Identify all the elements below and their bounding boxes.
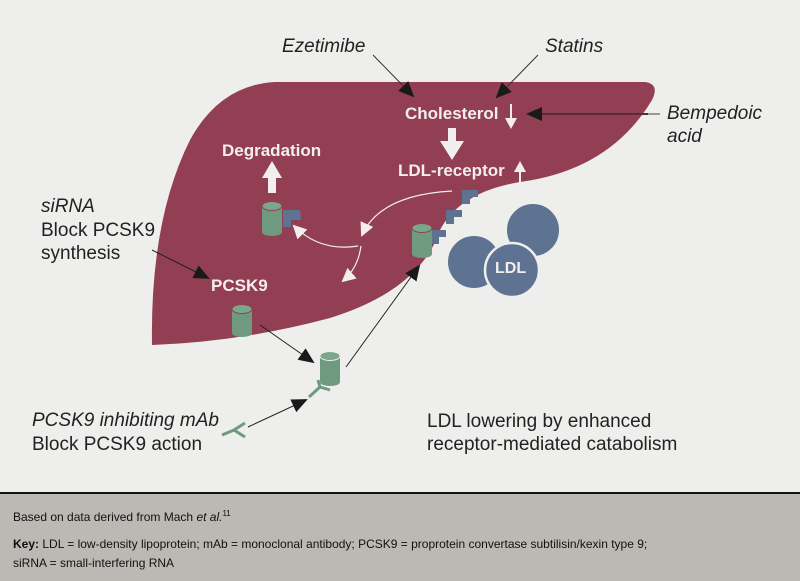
liver-shape — [151, 82, 655, 345]
key-line1: Key: LDL = low-density lipoprotein; mAb … — [13, 537, 647, 551]
sirna-desc-line1: Block PCSK9 — [41, 220, 156, 241]
ldl-receptor-increase-icon — [514, 161, 526, 186]
degradation-label: Degradation — [222, 141, 322, 160]
to-degradation-curve — [292, 224, 359, 248]
ldl-receptor-chain — [432, 190, 478, 244]
to-pcsk9-curve — [341, 245, 362, 283]
membrane-pcsk9 — [411, 223, 433, 258]
cholesterol-label: Cholesterol — [405, 104, 499, 123]
bempedoic-acid-label-line1: Bempedoic — [667, 103, 763, 124]
key-line2: siRNA = small-interfering RNA — [13, 556, 175, 570]
pcsk9-secretion-arrow — [259, 324, 315, 364]
cholesterol-decrease-icon — [505, 104, 517, 129]
source-etal: et al. — [196, 510, 223, 524]
receptor-recycle-curve — [360, 190, 453, 237]
key-text-line1: LDL = low-density lipoprotein; mAb = mon… — [39, 537, 648, 551]
ezetimibe-label: Ezetimibe — [282, 36, 366, 57]
liver-pcsk9-diagram: Ezetimibe Statins Bempedoic acid siRNA B… — [32, 36, 763, 455]
sirna-desc-line2: synthesis — [41, 243, 121, 264]
pcsk9-binding-arrow — [345, 264, 421, 368]
ldl-particle-label: LDL — [495, 260, 527, 277]
ldl-particle — [483, 241, 541, 299]
bempedoic-acid-label-line2: acid — [667, 126, 702, 147]
mab-desc: Block PCSK9 action — [32, 434, 203, 455]
figure-footer: Based on data derived from Mach et al.11… — [0, 492, 800, 581]
sirna-arrow — [151, 249, 210, 279]
key-label: Key: — [13, 537, 40, 551]
outcome-line2: receptor-mediated catabolism — [427, 434, 678, 455]
diagram-canvas — [151, 54, 660, 439]
source-note: Based on data derived from Mach et al.11 — [13, 509, 231, 524]
cholesterol-to-receptor-arrow — [440, 128, 464, 160]
statins-arrow — [495, 54, 539, 99]
secreted-pcsk9-with-mab — [307, 351, 341, 399]
source-prefix: Based on data derived from Mach — [13, 510, 197, 524]
source-reference: 11 — [222, 509, 231, 518]
statins-label: Statins — [545, 36, 604, 57]
mab-arrow — [247, 399, 308, 428]
outcome-line1: LDL lowering by enhanced — [427, 411, 652, 432]
free-mab-icon — [221, 421, 246, 439]
degradation-arrow — [262, 161, 282, 193]
sirna-label: siRNA — [41, 196, 95, 217]
ldl-receptor-label: LDL-receptor — [398, 161, 505, 180]
pcsk9-protein — [231, 304, 253, 337]
degraded-pcsk9-receptor-complex — [261, 201, 301, 236]
ezetimibe-arrow — [372, 54, 415, 98]
pcsk9-label: PCSK9 — [211, 276, 268, 295]
mab-label: PCSK9 inhibiting mAb — [32, 410, 219, 431]
